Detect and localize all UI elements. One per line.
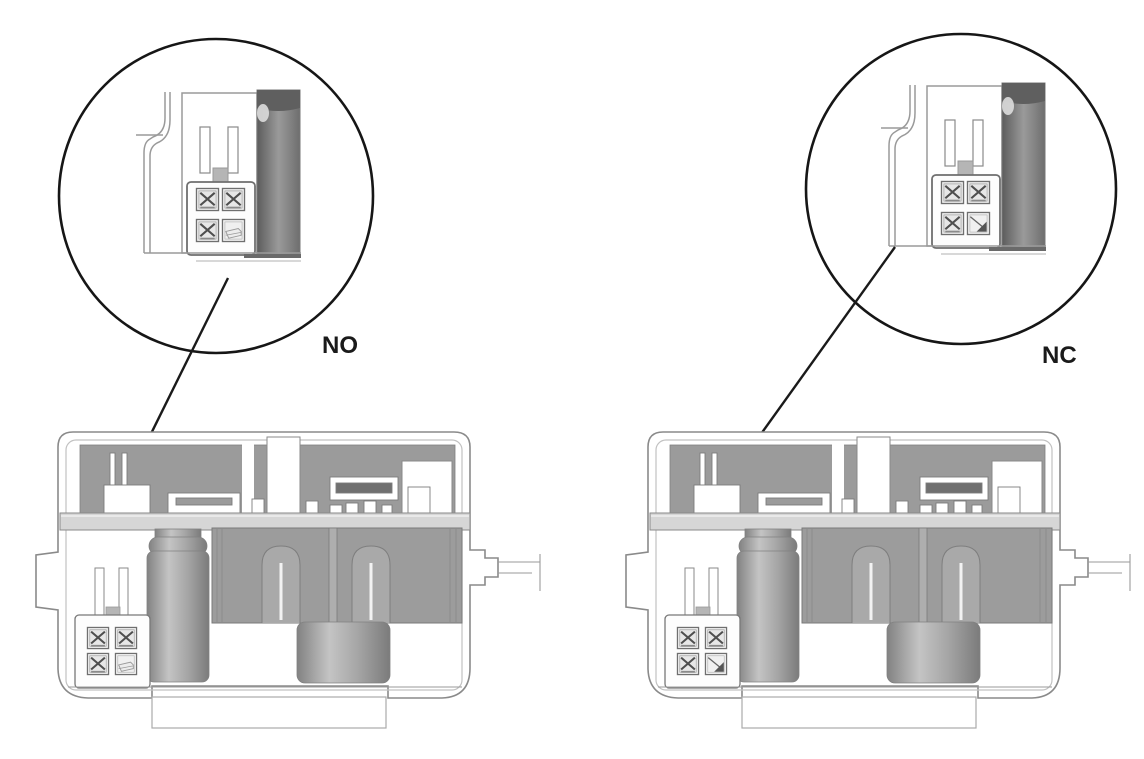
nc-callout-circle (804, 32, 1118, 346)
callout-ring (804, 32, 1118, 346)
nc-label: NC (1042, 342, 1077, 369)
device-right-nc (626, 432, 1130, 728)
no-label: NO (322, 332, 358, 359)
device-left-no (36, 432, 540, 728)
callout-ring (57, 37, 375, 355)
no-callout-circle (57, 37, 375, 355)
